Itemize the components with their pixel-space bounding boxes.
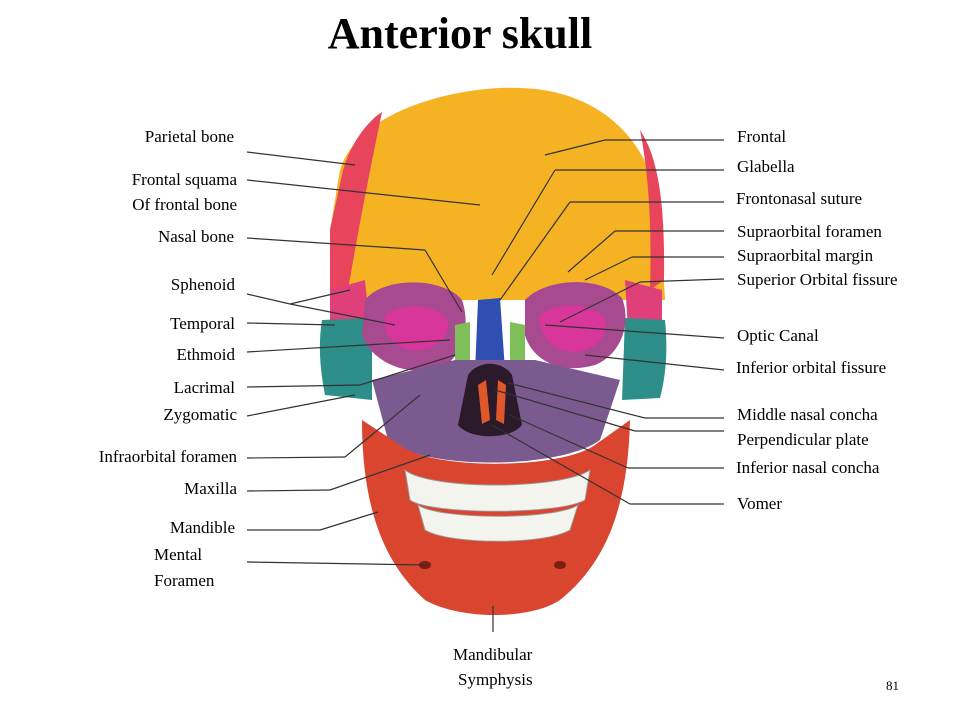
- label-ethmoid: Ethmoid: [176, 345, 235, 364]
- leader-lines-left: [246, 151, 494, 632]
- label-symphysis: Symphysis: [458, 670, 533, 689]
- label-maxilla: Maxilla: [184, 479, 237, 498]
- label-glabella: Glabella: [737, 157, 795, 176]
- label-frontonasal-suture: Frontonasal suture: [736, 189, 863, 208]
- parietal-bone-left: [330, 112, 382, 290]
- label-vomer: Vomer: [737, 494, 783, 513]
- label-inferior-orbital-fissure: Inferior orbital fissure: [736, 358, 887, 377]
- temporal-left: [319, 318, 372, 400]
- ethmoid-left: [455, 322, 470, 368]
- orbit-right-inner: [539, 305, 606, 352]
- label-frontal: Frontal: [737, 127, 787, 146]
- label-supraorbital-foramen: Supraorbital foramen: [737, 222, 882, 241]
- label-infraorbital-foramen: Infraorbital foramen: [98, 447, 237, 466]
- label-frontal-squama-line2: Of frontal bone: [132, 195, 237, 214]
- label-mandible: Mandible: [169, 518, 235, 537]
- label-mental: Mental: [154, 545, 203, 564]
- label-temporal: Temporal: [170, 314, 235, 333]
- orbit-left-inner: [384, 306, 449, 351]
- page-title: Anterior skull: [327, 9, 593, 58]
- sphenoid-right: [625, 280, 662, 330]
- label-mental-foramen-line2: Foramen: [154, 571, 215, 590]
- label-middle-nasal-concha: Middle nasal concha: [737, 405, 878, 424]
- temporal-right: [622, 318, 667, 400]
- page-number: 81: [886, 678, 899, 693]
- nasal-cavity: [458, 363, 522, 437]
- label-lacrimal: Lacrimal: [173, 378, 235, 397]
- label-superior-orbital-fissure: Superior Orbital fissure: [737, 270, 898, 289]
- ethmoid-right: [510, 322, 525, 368]
- label-mandibular: Mandibular: [453, 645, 533, 664]
- lower-teeth: [417, 503, 579, 542]
- frontal-bone: [330, 87, 665, 300]
- label-nasal-bone: Nasal bone: [157, 227, 234, 246]
- upper-teeth: [404, 468, 591, 512]
- label-parietal-bone: Parietal bone: [144, 127, 234, 146]
- mental-foramen-right: [554, 561, 566, 569]
- label-frontal-squama: Frontal squama: [131, 170, 237, 189]
- label-perpendicular-plate: Perpendicular plate: [737, 430, 869, 449]
- label-sphenoid: Sphenoid: [170, 275, 235, 294]
- nasal-bone: [475, 298, 505, 372]
- label-supraorbital-margin: Supraorbital margin: [737, 246, 874, 265]
- leader-lines-right: [491, 139, 725, 505]
- label-optic-canal: Optic Canal: [737, 326, 819, 345]
- parietal-bone-right: [640, 130, 665, 290]
- label-zygomatic: Zygomatic: [163, 405, 237, 424]
- label-inferior-nasal-concha: Inferior nasal concha: [736, 458, 880, 477]
